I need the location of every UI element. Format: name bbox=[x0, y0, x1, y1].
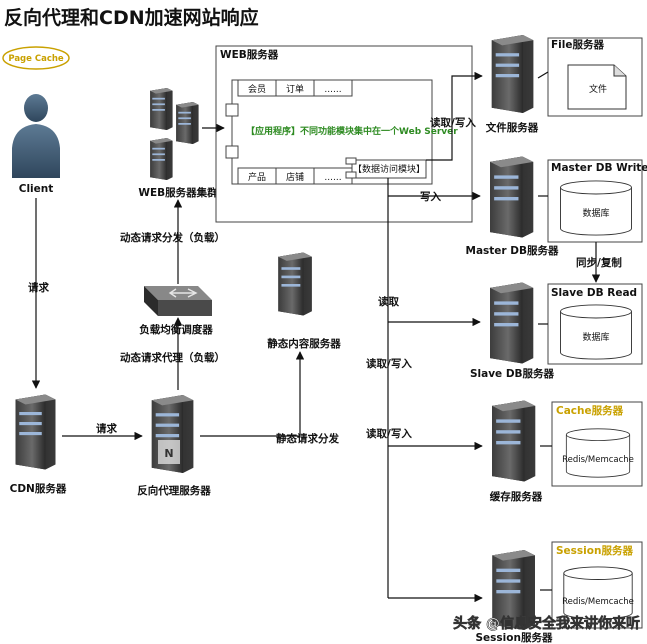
file-box-content: 文件 bbox=[589, 83, 607, 95]
session-box-content: Redis/Memcache bbox=[562, 597, 634, 607]
cell-more-top: ...... bbox=[324, 85, 341, 95]
app-description: 【应用程序】不同功能模块集中在一个Web Server bbox=[246, 125, 458, 137]
cdn-server-icon bbox=[15, 394, 56, 470]
edge-request-vertical: 请求 bbox=[28, 281, 49, 294]
edge-rw-slave: 读取/写入 bbox=[366, 357, 412, 370]
master-db-cylinder bbox=[560, 180, 632, 236]
cache-server-label: 缓存服务器 bbox=[489, 490, 543, 503]
cache-box-title: Cache服务器 bbox=[556, 404, 624, 417]
edge-dynamic-proxy: 动态请求代理（负载） bbox=[120, 351, 225, 364]
load-balancer-icon bbox=[144, 286, 212, 316]
cell-product: 产品 bbox=[248, 171, 266, 183]
edge-sync: 同步/复制 bbox=[576, 256, 622, 269]
static-server-icon bbox=[278, 252, 312, 316]
edge-static-dispatch: 静态请求分发 bbox=[276, 432, 339, 445]
file-server-icon bbox=[491, 35, 534, 113]
svg-text:N: N bbox=[164, 447, 173, 460]
web-cluster-label: WEB服务器集群 bbox=[138, 186, 218, 199]
session-cylinder bbox=[563, 566, 633, 620]
master-db-icon bbox=[490, 156, 534, 238]
session-server-label: Session服务器 bbox=[476, 631, 553, 644]
lb-label: 负载均衡调度器 bbox=[139, 323, 213, 336]
connections bbox=[31, 71, 601, 603]
edge-dynamic-dispatch: 动态请求分发（负载） bbox=[120, 231, 225, 244]
cell-shop: 店铺 bbox=[286, 171, 304, 183]
master-db-label: Master DB服务器 bbox=[466, 244, 559, 257]
cell-member: 会员 bbox=[248, 83, 266, 95]
watermark: 头条 @信息安全我来讲你来听 bbox=[453, 615, 640, 632]
page-cache-badge: Page Cache bbox=[2, 46, 70, 70]
slave-box-title: Slave DB Read bbox=[551, 287, 637, 299]
reverse-proxy-icon: N bbox=[151, 395, 194, 473]
web-cluster-icon bbox=[150, 88, 199, 180]
master-box-content: 数据库 bbox=[582, 207, 609, 219]
edge-rw-cache: 读取/写入 bbox=[366, 427, 412, 440]
static-server-label: 静态内容服务器 bbox=[267, 337, 341, 350]
cell-more-bottom: ...... bbox=[324, 173, 341, 183]
edge-request-horizontal: 请求 bbox=[96, 422, 117, 435]
cdn-label: CDN服务器 bbox=[10, 482, 67, 495]
reverse-proxy-label: 反向代理服务器 bbox=[137, 484, 211, 497]
slave-db-label: Slave DB服务器 bbox=[470, 367, 555, 380]
slave-db-cylinder bbox=[560, 304, 632, 360]
data-access-module: 【数据访问模块】 bbox=[353, 163, 425, 175]
edge-rw-file: 读取/写入 bbox=[430, 116, 476, 129]
master-box-title: Master DB Write bbox=[551, 162, 647, 174]
file-box-title: File服务器 bbox=[551, 38, 604, 51]
web-server-title: WEB服务器 bbox=[220, 48, 279, 61]
edge-write: 写入 bbox=[420, 191, 441, 203]
cache-box-content: Redis/Memcache bbox=[562, 455, 634, 465]
edge-read: 读取 bbox=[378, 295, 399, 308]
cell-order: 订单 bbox=[286, 83, 304, 95]
client-icon bbox=[12, 94, 60, 178]
web-server-box: WEB服务器 会员 订单 ...... 【应用程序】不同功能模块集中在一个Web… bbox=[215, 45, 473, 223]
diagram-title: 反向代理和CDN加速网站响应 bbox=[4, 6, 259, 29]
slave-box-content: 数据库 bbox=[582, 331, 609, 343]
page-cache-label: Page Cache bbox=[8, 54, 64, 64]
file-server-label: 文件服务器 bbox=[485, 121, 539, 134]
slave-db-icon bbox=[490, 282, 534, 364]
cache-server-icon bbox=[492, 400, 536, 482]
session-box-title: Session服务器 bbox=[556, 544, 633, 557]
cache-cylinder bbox=[565, 428, 631, 478]
client-label: Client bbox=[19, 183, 54, 195]
